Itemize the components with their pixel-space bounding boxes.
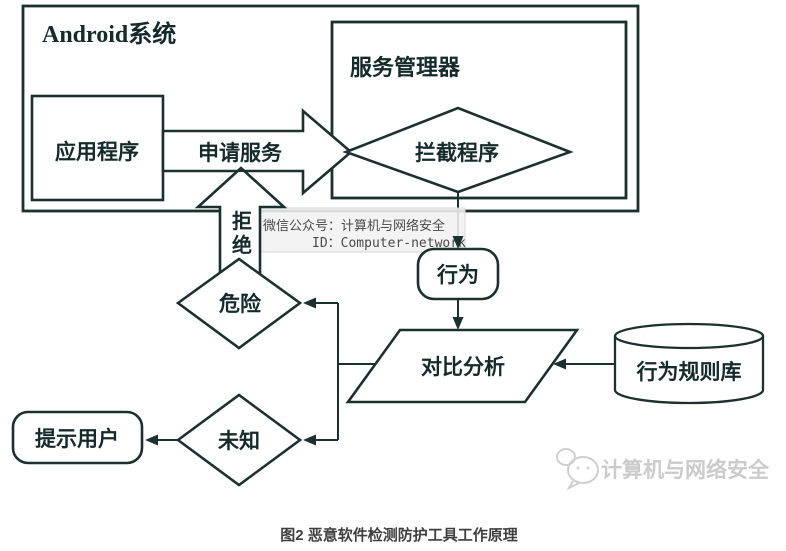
service-manager-container: 服务管理器 [330,20,628,200]
interceptor-label: 拦截程序 [415,141,499,165]
arrowhead-into-notify [145,434,158,446]
service-manager-label: 服务管理器 [350,55,461,80]
interceptor-diamond [342,106,574,194]
arrowhead-into-behavior [452,236,464,249]
comparison-node: 对比分析 [345,328,580,404]
reject-label: 拒 绝 [232,210,252,257]
arrowhead-into-danger [303,297,316,309]
danger-node: 危险 [175,257,303,350]
comparison-parallelogram [345,328,580,404]
comparison-label: 对比分析 [421,355,505,379]
unknown-label: 未知 [218,429,260,453]
watermark-box: 微信公众号：计算机与网络安全 ID：Computer-network [258,207,466,253]
rule-db-node: 行为规则库 [613,322,765,405]
rule-db-cylinder-top [613,322,765,350]
notify-user-label: 提示用户 [35,427,119,451]
interceptor-node: 拦截程序 [342,106,574,194]
android-system-label: Android系统 [42,20,176,48]
watermark-line1: 微信公众号：计算机与网络安全 [263,218,445,233]
rule-db-cylinder-body [613,336,765,405]
arrowhead-into-comparison [452,317,464,330]
rule-db-label: 行为规则库 [636,360,742,384]
service-manager-box [330,20,628,200]
unknown-node: 未知 [175,393,303,487]
application-box [30,94,165,202]
notify-user-box [11,410,144,465]
request-service-label: 申请服务 [198,141,283,165]
behavior-label: 行为 [436,263,479,287]
reject-char-2: 绝 [232,233,252,257]
footer-watermark: 计算机与网络安全 [556,448,770,491]
figure-caption: 图2 恶意软件检测防护工具工作原理 [280,526,518,544]
watermark-line2: ID：Computer-network [312,236,466,251]
unknown-diamond [175,393,303,487]
arrowhead-ruledb-into-comparison [553,358,566,370]
arrowhead-into-unknown [303,434,316,446]
danger-label: 危险 [219,292,262,316]
reject-char-1: 拒 [232,210,252,233]
danger-diamond [175,257,303,350]
footer-watermark-text: 计算机与网络安全 [601,458,770,482]
reject-block-arrow [194,166,288,277]
notify-user-node: 提示用户 [11,410,144,465]
chat-bubbles-icon [556,448,599,491]
application-node: 应用程序 [30,94,165,202]
behavior-node: 行为 [416,247,500,301]
watermark-background [258,207,466,253]
branch-edges [303,297,375,446]
application-label: 应用程序 [55,140,139,164]
